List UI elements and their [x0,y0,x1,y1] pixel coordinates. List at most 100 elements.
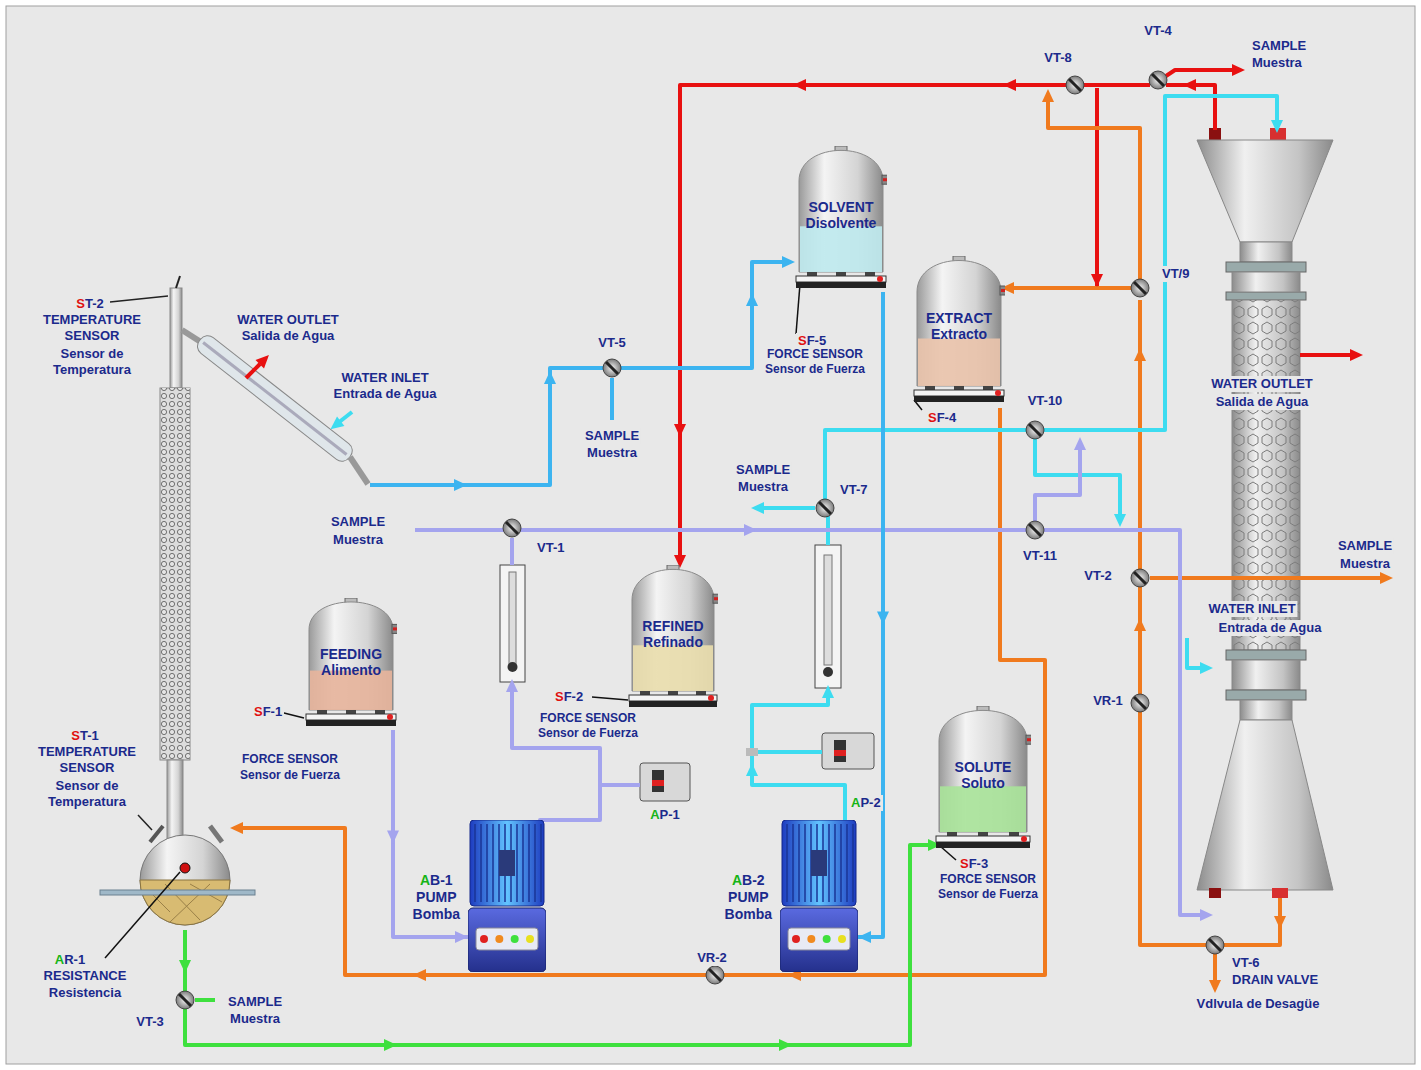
label: VR-1 [1091,693,1125,709]
flow-arrow [779,1039,792,1051]
node-title: REFINED [628,618,718,634]
arrow-head [858,931,871,943]
pump: AB-2PUMPBomba [780,820,858,972]
distillation-unit [140,835,230,925]
node-title: EXTRACT [913,310,1005,326]
extraction-column [1240,242,1292,262]
tank-foot [696,691,706,695]
pipes [195,998,215,1002]
pipes [610,378,614,420]
sensor-light [1021,836,1027,842]
sensor-light [387,714,393,720]
label: VT-10 [1026,393,1065,409]
extraction-column [1197,140,1333,242]
flow-arrow [179,960,191,973]
rotameter [500,565,525,682]
distillation-unit [210,826,222,842]
valve [1026,421,1044,439]
tank-label: REFINEDRefinado [628,618,718,650]
force-sensor-plate [936,842,1030,848]
motor-fin [828,824,830,902]
tank-foot [954,386,964,390]
node-text: PUMP [413,889,460,906]
tank-foot [925,386,935,390]
motor-fin [522,824,524,902]
distillation-unit [180,863,190,873]
flow-arrow [256,351,274,369]
label: VT-6 [1230,955,1261,971]
pipes [1300,353,1354,357]
motor-fin [534,824,536,902]
distillation-unit [100,890,255,895]
motor-fin [852,824,854,902]
sensor-light [708,695,714,701]
tank: EXTRACTExtracto [913,256,1005,406]
pump-motor [470,820,544,906]
pump-light [480,935,488,943]
label: Sensor de Temperatura [36,346,148,378]
flow-arrow [387,831,399,844]
node-text: Refinado [628,634,718,650]
motor-fin [474,824,476,902]
pump-base [780,908,858,972]
motor-fin [834,824,836,902]
tank-fitting [882,175,887,184]
valve [1131,569,1149,587]
node-text: Extracto [913,326,1005,342]
flow-arrow [1271,120,1283,133]
label: TEMPERATURE SENSOR [36,312,148,344]
pump-panel [788,928,850,950]
label: VT-7 [838,482,869,498]
pipes [825,96,1277,500]
extraction-column [1209,888,1221,898]
force-sensor-plate [796,276,886,282]
motor-fin [846,824,848,902]
distillation-unit [176,276,180,288]
label: Sensor de Temperatura [31,778,143,810]
flow-arrow [1350,349,1363,361]
pipes [1213,952,1217,984]
pipes [752,750,822,754]
pipes [246,364,260,378]
tank-foot [668,691,678,695]
flow-arrow [179,64,1393,1051]
label: Muestra [228,1011,282,1027]
pipe-connector [393,730,468,943]
leader-line [592,697,628,700]
flow-arrow [744,524,757,536]
label: SAMPLE [1250,38,1308,54]
pump-light [526,935,534,943]
leader-line [796,284,800,334]
rotameter [823,667,833,677]
motor-fin [840,824,842,902]
tank-liquid [940,786,1026,832]
pipes [1150,576,1384,580]
tank-foot [865,272,875,276]
flow-arrow [1003,79,1016,91]
pump-label: AB-1PUMPBomba [413,872,460,923]
node-text: Disolvente [795,215,887,231]
pipes [600,783,640,787]
tank-fitting [1027,738,1031,741]
label: SAMPLE [329,514,387,530]
tank-foot [807,272,817,276]
extraction-column [1272,888,1288,898]
pump-drawing [780,820,858,972]
motor-fin [492,824,494,902]
node-text: Bomba [413,906,460,923]
tank-label: SOLVENTDisolvente [795,199,887,231]
pump-light [807,935,815,943]
flow-arrow [746,763,758,776]
label: Sensor de Fuerza [536,726,640,741]
tank-foot [983,386,993,390]
label: VT-8 [1042,50,1073,66]
motor-fin [516,824,518,902]
motor-fin [798,824,800,902]
label: WATER INLET [1206,601,1297,617]
node-text: Bomba [725,906,772,923]
tank-fitting [1000,286,1005,295]
label: SF-1 [252,704,284,720]
valve [1066,76,1084,94]
force-sensor-plate [306,720,396,726]
